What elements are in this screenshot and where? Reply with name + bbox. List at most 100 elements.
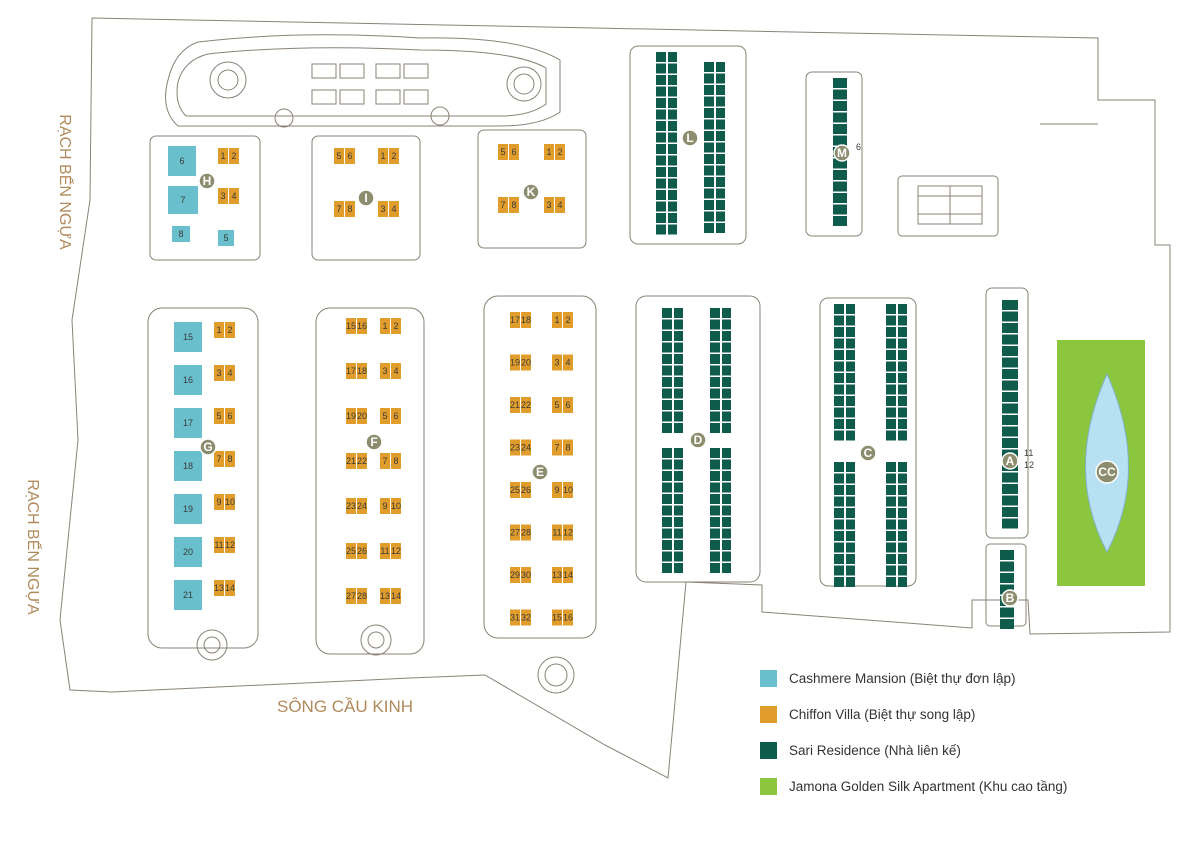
residence-lot[interactable] — [886, 496, 896, 507]
residence-lot[interactable] — [834, 430, 844, 441]
residence-lot[interactable] — [846, 485, 855, 495]
residence-lot[interactable] — [1002, 495, 1018, 506]
residence-lot[interactable] — [668, 132, 677, 143]
residence-lot[interactable] — [716, 96, 725, 107]
residence-lot[interactable] — [833, 204, 847, 215]
residence-lot[interactable] — [1002, 300, 1018, 310]
residence-lot[interactable] — [674, 505, 683, 516]
villa-lot[interactable] — [563, 524, 573, 541]
residence-lot[interactable] — [674, 551, 683, 562]
residence-lot[interactable] — [846, 531, 855, 541]
residence-lot[interactable] — [710, 377, 720, 387]
villa-lot[interactable] — [214, 580, 224, 596]
residence-lot[interactable] — [674, 459, 683, 470]
villa-lot[interactable] — [510, 354, 520, 371]
villa-lot[interactable] — [225, 365, 235, 381]
residence-lot[interactable] — [674, 365, 683, 376]
mansion-lot[interactable] — [168, 186, 198, 214]
residence-lot[interactable] — [834, 384, 844, 395]
residence-lot[interactable] — [898, 508, 907, 518]
residence-lot[interactable] — [674, 354, 683, 364]
block-badge-a[interactable] — [1001, 452, 1019, 470]
residence-lot[interactable] — [834, 485, 844, 495]
residence-lot[interactable] — [722, 388, 731, 399]
residence-lot[interactable] — [668, 224, 677, 235]
villa-lot[interactable] — [346, 363, 356, 379]
villa-lot[interactable] — [225, 408, 235, 424]
residence-lot[interactable] — [898, 565, 907, 576]
residence-lot[interactable] — [668, 178, 677, 189]
residence-lot[interactable] — [833, 124, 847, 134]
residence-lot[interactable] — [886, 519, 896, 530]
residence-lot[interactable] — [898, 419, 907, 429]
residence-lot[interactable] — [846, 350, 855, 360]
villa-lot[interactable] — [563, 482, 573, 498]
residence-lot[interactable] — [704, 177, 714, 187]
residence-lot[interactable] — [668, 144, 677, 154]
mansion-lot[interactable] — [174, 365, 202, 395]
villa-lot[interactable] — [552, 609, 562, 626]
residence-lot[interactable] — [833, 78, 847, 88]
villa-lot[interactable] — [391, 543, 401, 559]
residence-lot[interactable] — [674, 517, 683, 527]
villa-lot[interactable] — [380, 318, 390, 334]
residence-lot[interactable] — [898, 327, 907, 337]
residence-lot[interactable] — [1000, 584, 1014, 595]
residence-lot[interactable] — [846, 496, 855, 507]
residence-lot[interactable] — [846, 407, 855, 418]
residence-lot[interactable] — [716, 154, 725, 164]
block-badge-cc[interactable] — [1095, 460, 1119, 484]
residence-lot[interactable] — [833, 101, 847, 111]
residence-lot[interactable] — [846, 554, 855, 564]
residence-lot[interactable] — [722, 459, 731, 470]
residence-lot[interactable] — [898, 384, 907, 395]
residence-lot[interactable] — [704, 85, 714, 95]
residence-lot[interactable] — [662, 400, 672, 410]
residence-lot[interactable] — [710, 551, 720, 562]
residence-lot[interactable] — [898, 373, 907, 383]
residence-lot[interactable] — [898, 542, 907, 553]
residence-lot[interactable] — [1002, 357, 1018, 368]
residence-lot[interactable] — [834, 396, 844, 406]
residence-lot[interactable] — [674, 342, 683, 353]
villa-lot[interactable] — [521, 524, 531, 541]
villa-lot[interactable] — [357, 453, 367, 469]
residence-lot[interactable] — [662, 377, 672, 387]
residence-lot[interactable] — [846, 361, 855, 372]
residence-lot[interactable] — [668, 75, 677, 85]
villa-lot[interactable] — [225, 580, 235, 596]
residence-lot[interactable] — [1002, 472, 1018, 483]
residence-lot[interactable] — [710, 308, 720, 318]
residence-lot[interactable] — [833, 216, 847, 226]
residence-lot[interactable] — [722, 377, 731, 387]
residence-lot[interactable] — [886, 554, 896, 564]
residence-lot[interactable] — [710, 505, 720, 516]
residence-lot[interactable] — [898, 485, 907, 495]
residence-lot[interactable] — [846, 373, 855, 383]
block-badge-k[interactable] — [522, 183, 540, 201]
villa-lot[interactable] — [346, 588, 356, 604]
residence-lot[interactable] — [674, 308, 683, 318]
residence-lot[interactable] — [886, 565, 896, 576]
villa-lot[interactable] — [334, 148, 344, 164]
residence-lot[interactable] — [662, 448, 672, 458]
residence-lot[interactable] — [898, 430, 907, 441]
residence-lot[interactable] — [656, 201, 666, 212]
residence-lot[interactable] — [846, 327, 855, 337]
villa-lot[interactable] — [563, 609, 573, 626]
villa-lot[interactable] — [357, 498, 367, 514]
block-badge-l[interactable] — [681, 129, 699, 147]
villa-lot[interactable] — [357, 318, 367, 334]
villa-lot[interactable] — [563, 439, 573, 456]
residence-lot[interactable] — [662, 482, 672, 493]
residence-lot[interactable] — [898, 496, 907, 507]
villa-lot[interactable] — [521, 354, 531, 371]
villa-lot[interactable] — [380, 588, 390, 604]
residence-lot[interactable] — [704, 188, 714, 199]
residence-lot[interactable] — [886, 373, 896, 383]
residence-lot[interactable] — [662, 471, 672, 481]
residence-lot[interactable] — [710, 517, 720, 527]
residence-lot[interactable] — [668, 121, 677, 131]
residence-lot[interactable] — [1002, 380, 1018, 391]
residence-lot[interactable] — [834, 407, 844, 418]
